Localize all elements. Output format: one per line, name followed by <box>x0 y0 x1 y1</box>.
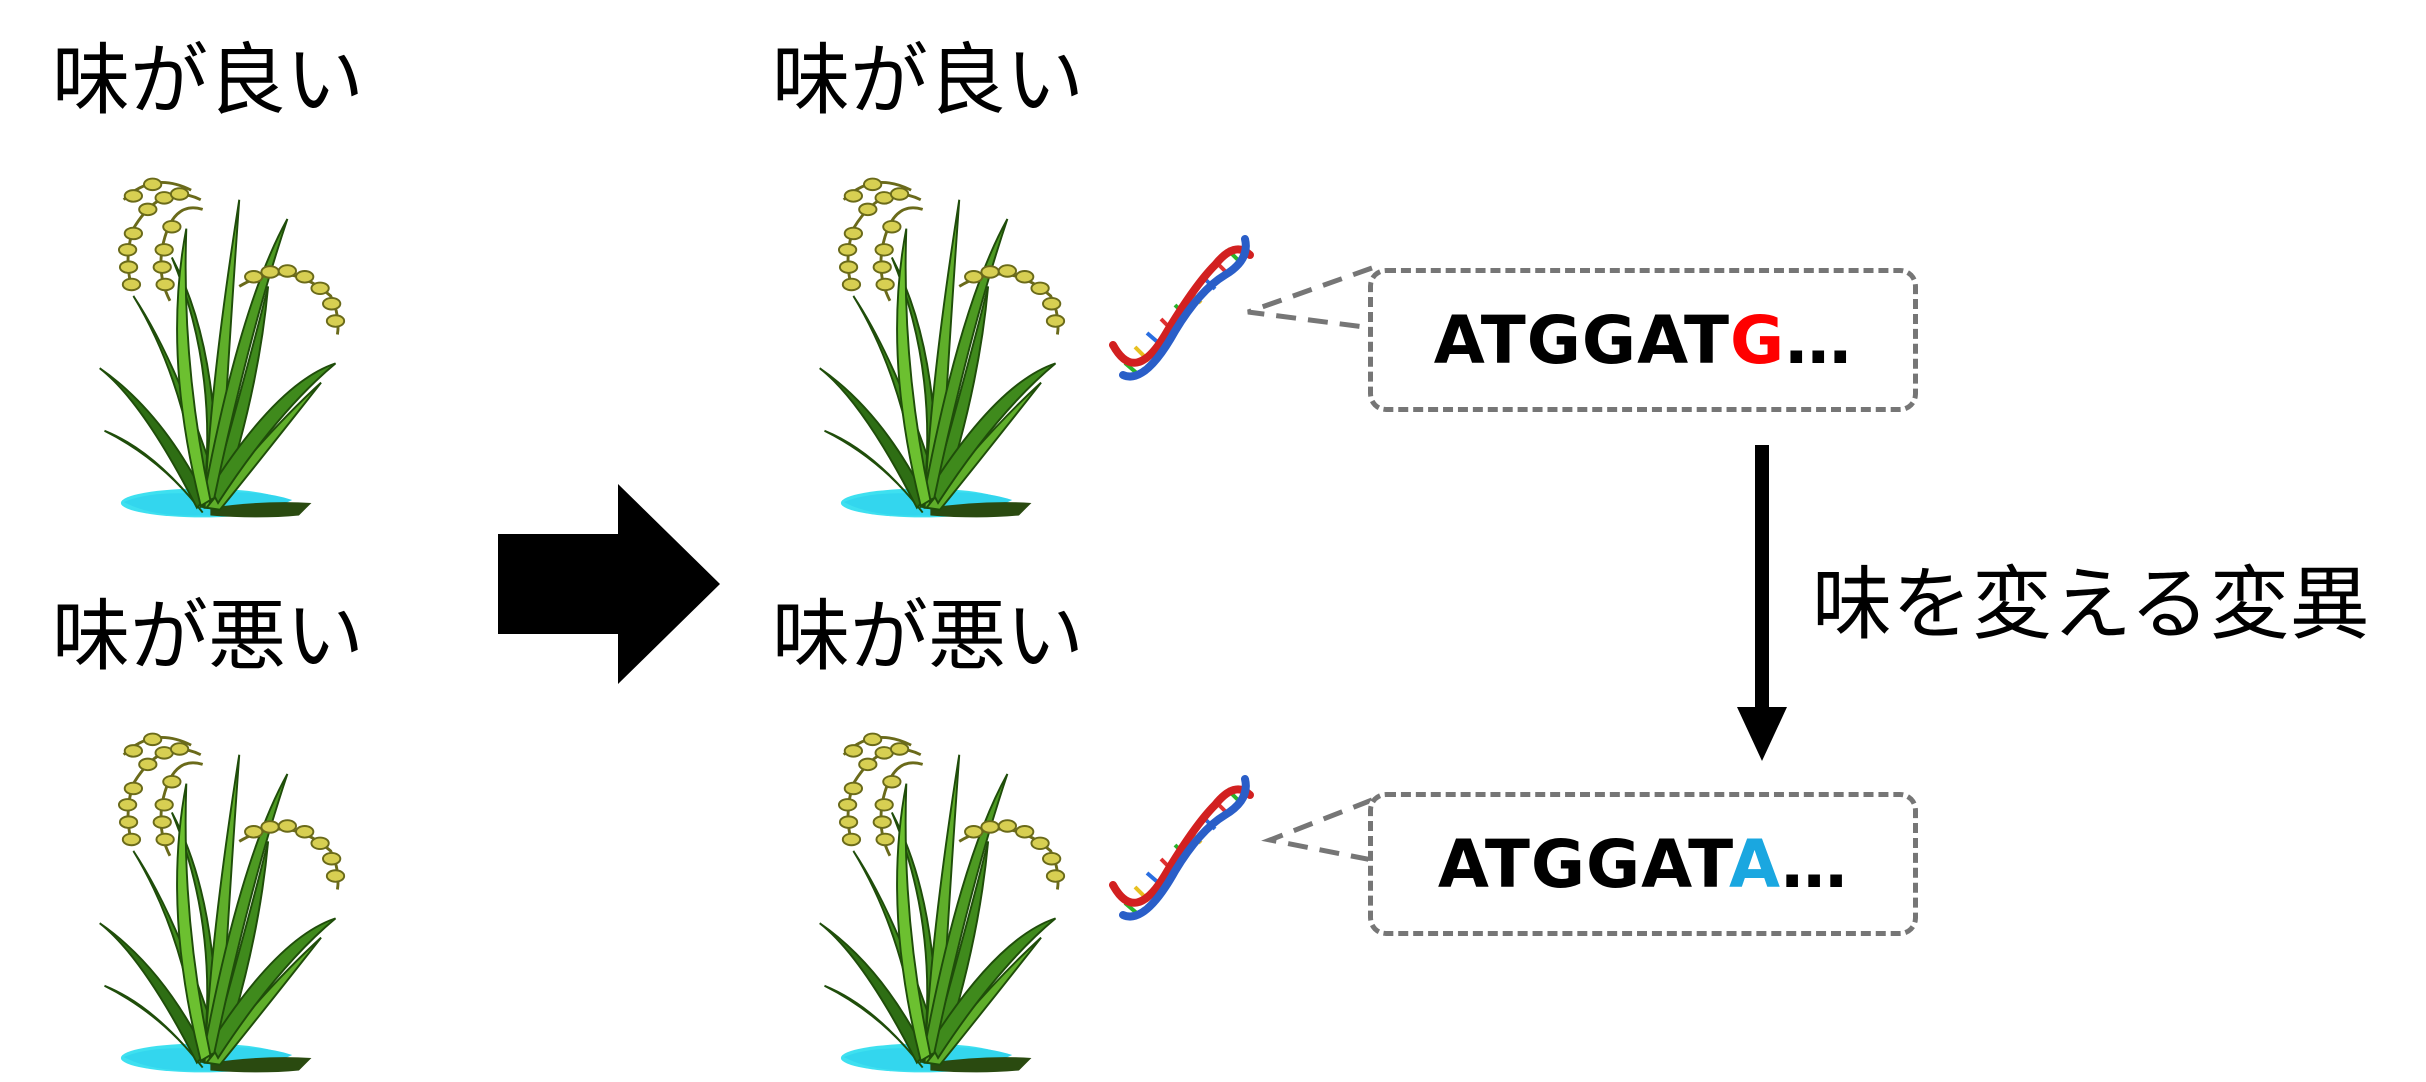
rice-plant-icon <box>80 142 360 527</box>
sequence-bad: ATGGATA… <box>1437 825 1849 903</box>
rice-plant-icon <box>80 697 360 1082</box>
rice-plant-icon <box>800 142 1080 527</box>
rice-plant-icon <box>800 697 1080 1082</box>
variant-base-bad: A <box>1729 825 1782 903</box>
left-good-taste-label: 味が良い <box>52 36 365 126</box>
right-good-taste-label: 味が良い <box>772 36 1085 126</box>
left-bad-taste-label: 味が悪い <box>52 592 365 682</box>
sequence-box-bad: ATGGATA… <box>1368 792 1918 936</box>
right-arrow-icon <box>498 484 720 684</box>
right-bad-taste-label: 味が悪い <box>772 592 1085 682</box>
dna-helix-icon <box>1105 770 1255 930</box>
variant-base-good: G <box>1730 301 1786 379</box>
down-arrow-icon <box>1737 445 1787 761</box>
mutation-label: 味を変える変異 <box>1812 558 2370 651</box>
sequence-good: ATGGATG… <box>1433 301 1853 379</box>
sequence-box-good: ATGGATG… <box>1368 268 1918 412</box>
dna-helix-icon <box>1105 230 1255 390</box>
